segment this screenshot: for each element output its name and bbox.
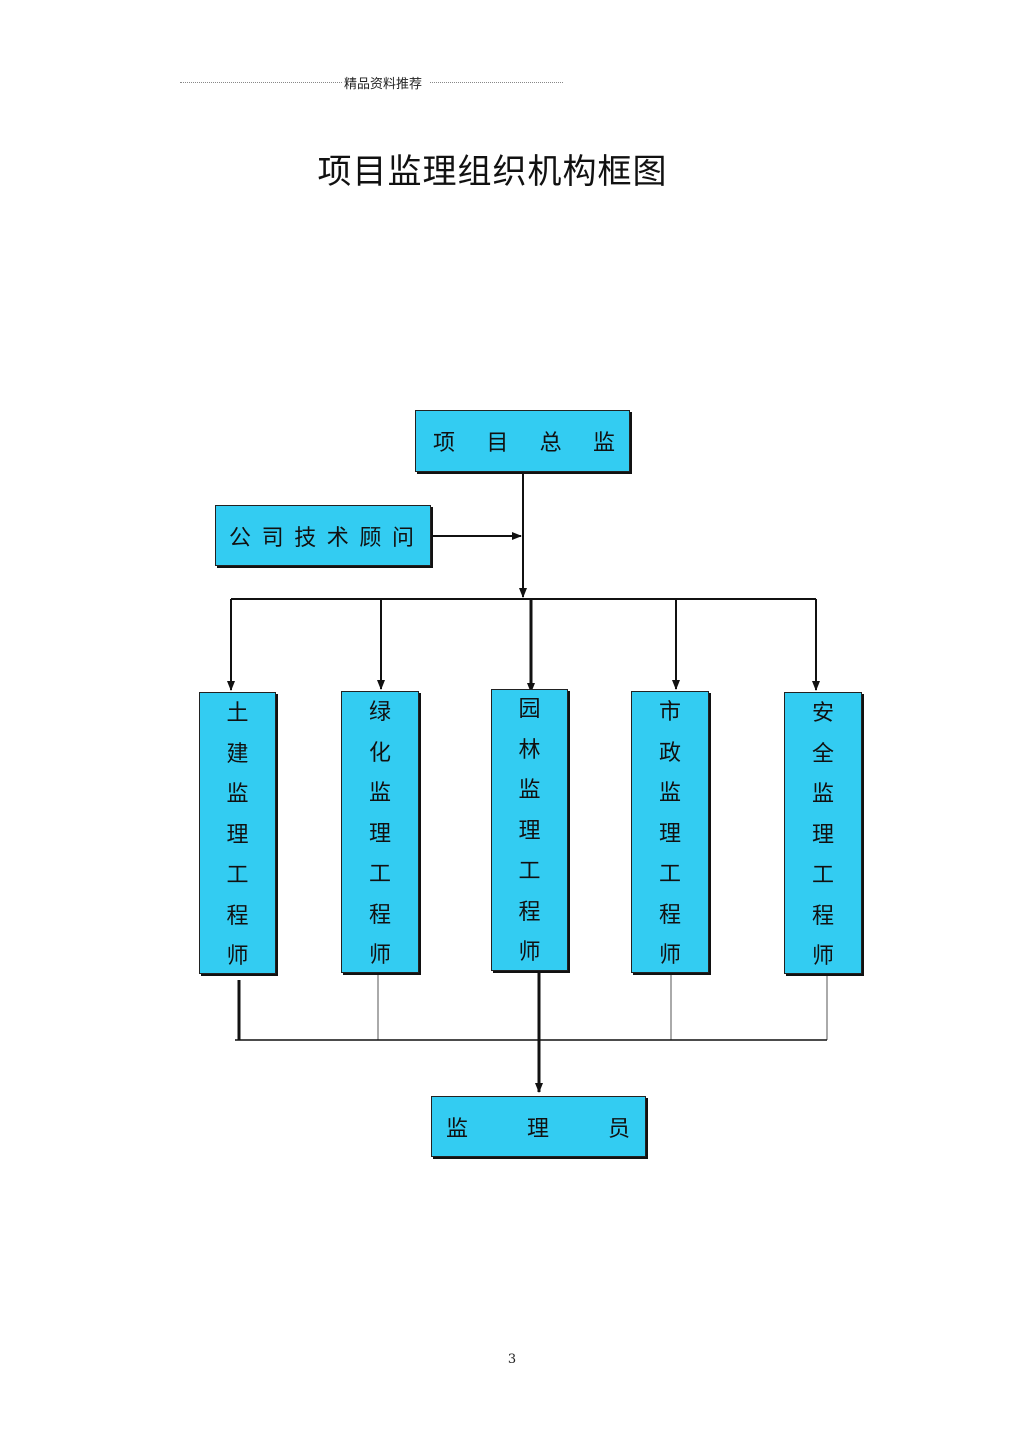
director-char-2: 目 (486, 431, 509, 456)
engineer-4-char-3: 监 (658, 781, 681, 806)
safety-engineer-box: 安 全 监 理 工 程 师 (784, 692, 862, 974)
header-text: 精品资料推荐 (344, 77, 423, 92)
engineer-2-char-5: 工 (368, 862, 391, 887)
engineer-3-char-3: 监 (518, 778, 541, 803)
engineer-1-char-7: 师 (226, 944, 249, 969)
engineer-2-char-6: 程 (368, 902, 391, 928)
engineer-5-char-3: 监 (811, 782, 834, 807)
engineer-3-char-5: 工 (518, 859, 541, 884)
engineer-4-char-5: 工 (658, 862, 681, 887)
engineer-1-char-6: 程 (226, 903, 249, 929)
engineer-5-char-7: 师 (811, 944, 834, 969)
engineer-3-char-6: 程 (518, 899, 541, 925)
engineer-1-char-5: 工 (226, 863, 249, 888)
engineer-4-char-4: 理 (658, 821, 681, 847)
engineer-2-char-4: 理 (368, 821, 391, 847)
advisor-box: 公 司 技 术 顾 问 (215, 505, 431, 566)
civil-engineer-box: 土 建 监 理 工 程 师 (199, 692, 276, 974)
greening-engineer-box: 绿 化 监 理 工 程 师 (341, 691, 419, 973)
director-char-4: 监 (592, 431, 615, 456)
advisor-char-2: 司 (261, 525, 284, 551)
engineer-5-char-6: 程 (811, 903, 834, 929)
engineer-5-char-4: 理 (811, 822, 834, 848)
supervisor-char-2: 理 (526, 1116, 549, 1142)
engineer-2-char-1: 绿 (368, 700, 391, 725)
engineer-2-char-3: 监 (368, 781, 391, 806)
engineer-1-char-3: 监 (226, 782, 249, 807)
director-char-3: 总 (539, 431, 562, 456)
director-box: 项 目 总 监 (415, 410, 630, 472)
engineer-4-char-1: 市 (658, 700, 681, 725)
engineer-1-char-1: 土 (226, 701, 249, 726)
engineer-3-char-1: 园 (518, 697, 541, 722)
engineer-5-char-5: 工 (811, 863, 834, 888)
municipal-engineer-box: 市 政 监 理 工 程 师 (631, 691, 709, 973)
engineer-4-char-6: 程 (658, 902, 681, 928)
engineer-5-char-1: 安 (811, 701, 834, 726)
supervisor-char-3: 员 (607, 1116, 630, 1142)
engineer-5-char-2: 全 (811, 741, 834, 767)
supervisor-char-1: 监 (446, 1116, 469, 1142)
page-number: 3 (507, 1352, 517, 1367)
header-rule-left (180, 82, 342, 83)
engineer-2-char-2: 化 (368, 740, 391, 766)
header-rule-right (430, 82, 563, 83)
engineer-3-char-2: 林 (518, 737, 541, 763)
engineer-3-char-7: 师 (518, 940, 541, 965)
director-char-1: 项 (433, 431, 456, 456)
advisor-char-6: 问 (391, 525, 414, 551)
engineer-3-char-4: 理 (518, 818, 541, 844)
landscape-engineer-box: 园 林 监 理 工 程 师 (491, 689, 568, 971)
advisor-char-4: 术 (326, 525, 349, 551)
engineer-4-char-7: 师 (658, 943, 681, 968)
advisor-char-3: 技 (294, 525, 317, 551)
engineer-2-char-7: 师 (368, 943, 391, 968)
page-title: 项目监理组织机构框图 (317, 152, 668, 192)
engineer-1-char-2: 建 (226, 741, 249, 767)
engineer-4-char-2: 政 (658, 740, 681, 766)
advisor-char-1: 公 (229, 525, 252, 551)
supervisor-box: 监 理 员 (431, 1096, 646, 1157)
advisor-char-5: 顾 (359, 525, 382, 551)
engineer-1-char-4: 理 (226, 822, 249, 848)
